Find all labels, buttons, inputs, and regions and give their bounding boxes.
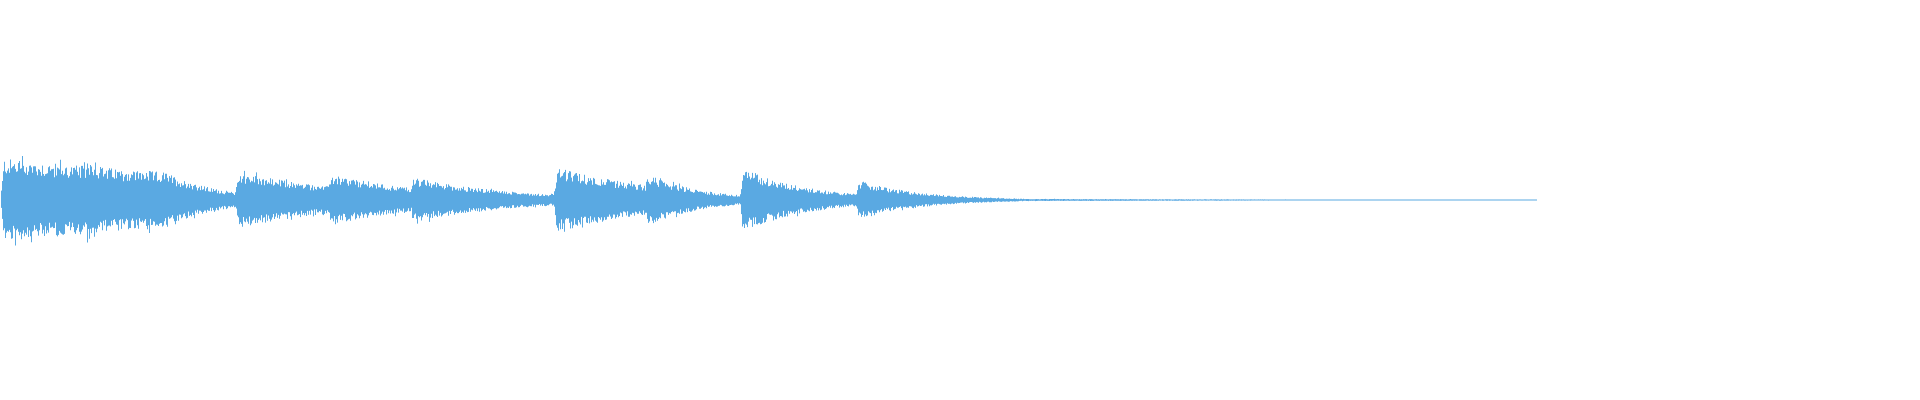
waveform-samples bbox=[1, 156, 1537, 246]
